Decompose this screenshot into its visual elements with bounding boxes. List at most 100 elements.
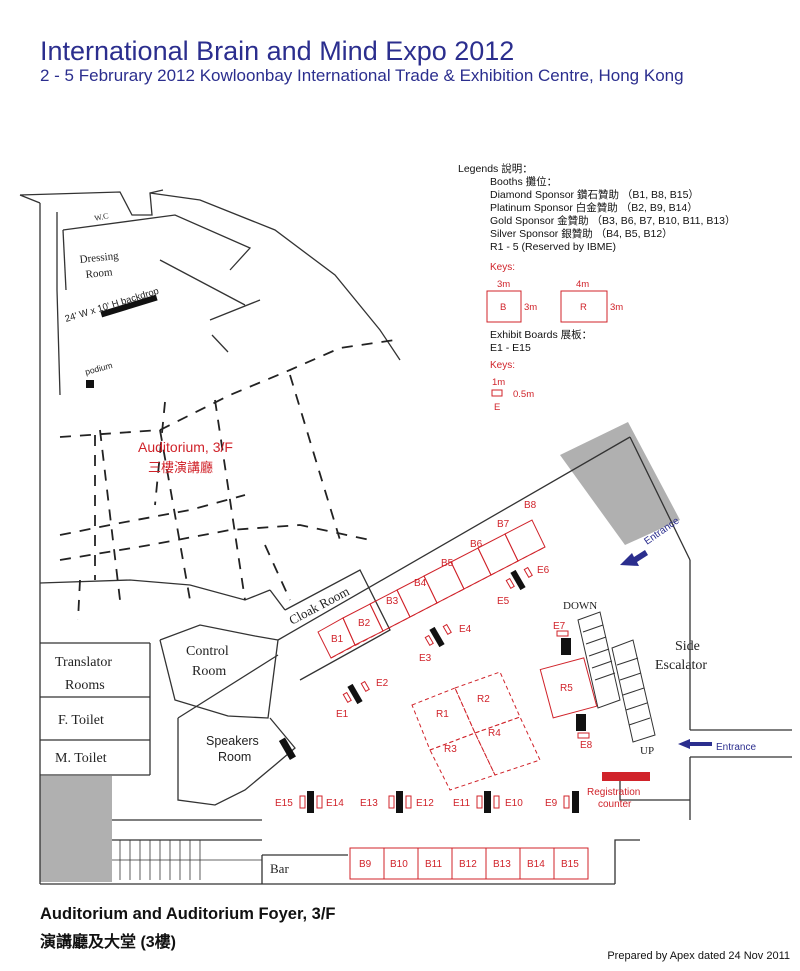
key-e-width: 1m (492, 377, 505, 388)
legend-boards-range: E1 - E15 (490, 342, 531, 354)
legend-keys-2: Keys: (490, 360, 516, 371)
wc-label: W.C (94, 211, 110, 223)
booth-R4-outline (474, 716, 541, 776)
dressing-label-2: Room (85, 266, 113, 281)
control-room-label-1: Control (186, 644, 229, 659)
building-walls (19, 189, 792, 885)
legend-diamond: Diamond Sponsor 鑽石贊助 （B1, B8, B15） (490, 189, 699, 201)
floor-plan-map: 3m 3m B 4m 3m R 1m 0.5m E (19, 189, 792, 885)
legend-booths: Booths 攤位： (490, 176, 558, 188)
board-E2: E2 (376, 678, 389, 689)
backdrop (100, 294, 158, 318)
legend-silver: Silver Sponsor 銀贊助 （B4, B5, B12） (490, 228, 673, 240)
booth-B15: B15 (561, 859, 579, 870)
booth-R2: R2 (477, 694, 490, 705)
up-label: UP (640, 745, 654, 757)
prepared-by-note: Prepared by Apex dated 24 Nov 2011 (607, 950, 790, 962)
legend-reserved: R1 - 5 (Reserved by IBME) (490, 241, 617, 253)
key-r-height: 3m (610, 302, 623, 313)
translator-label-2: Rooms (65, 678, 105, 693)
booth-B8: B8 (524, 500, 537, 511)
booth-B9: B9 (359, 859, 372, 870)
legend-heading: Legends 說明： (458, 163, 533, 175)
booth-R3-outline (429, 732, 496, 791)
shaded-stair-block (560, 422, 680, 545)
entrance-arrows (620, 550, 712, 749)
auditorium-label-zh: 三樓演講廳 (148, 460, 213, 475)
exhibit-board-shapes (278, 569, 586, 813)
registration-label-2: counter (598, 799, 632, 810)
key-b-width: 3m (497, 279, 510, 290)
board-E3: E3 (419, 653, 432, 664)
legend-boards: Exhibit Boards 展板： (490, 329, 593, 341)
legend-gold: Gold Sponsor 金贊助 （B3, B6, B7, B10, B11, … (490, 215, 736, 227)
board-E15: E15 (275, 798, 293, 809)
podium (86, 380, 94, 388)
auditorium-label-en: Auditorium, 3/F (138, 439, 233, 455)
speakers-label-1: Speakers (206, 734, 259, 748)
board-E1: E1 (336, 709, 349, 720)
stairs-bottom (112, 840, 262, 880)
diagonal-booths (317, 519, 546, 659)
booth-B3: B3 (386, 596, 399, 607)
escalators (577, 611, 656, 743)
footer-title-zh: 演講廳及大堂 (3樓) (40, 934, 177, 951)
cloak-room-label: Cloak Room (286, 583, 351, 627)
board-E10: E10 (505, 798, 523, 809)
booth-B14: B14 (527, 859, 545, 870)
translator-label-1: Translator (55, 655, 112, 670)
booth-B2: B2 (358, 618, 371, 629)
legend-key-samples (486, 290, 608, 397)
board-E7: E7 (553, 621, 566, 632)
down-label: DOWN (563, 600, 597, 612)
booth-R5-outline (539, 657, 598, 719)
podium-label: podium (84, 360, 114, 377)
shaded-core-block (40, 776, 112, 882)
key-b-label: B (500, 302, 506, 313)
legend-keys: Keys: (490, 262, 516, 273)
m-toilet-label: M. Toilet (55, 751, 107, 766)
booth-B13: B13 (493, 859, 511, 870)
arrow-left-icon (620, 550, 648, 566)
board-E4: E4 (459, 624, 472, 635)
bottom-booths (349, 847, 589, 880)
reserved-booths (411, 671, 541, 791)
board-E12: E12 (416, 798, 434, 809)
booth-B7: B7 (497, 519, 510, 530)
stage-elements (86, 294, 158, 388)
exhibit-board-outlines (299, 566, 590, 809)
board-E13: E13 (360, 798, 378, 809)
board-E6: E6 (537, 565, 550, 576)
booth-R4: R4 (488, 728, 501, 739)
legend-platinum: Platinum Sponsor 白金贊助 （B2, B9, B14） (490, 202, 698, 214)
registration-label-1: Registration (587, 787, 640, 798)
board-E8: E8 (580, 740, 593, 751)
booth-B4: B4 (414, 578, 427, 589)
entrance-label-right: Entrance (716, 742, 756, 753)
registration-counter (602, 772, 650, 781)
bar-label: Bar (270, 861, 289, 876)
key-e-label: E (494, 402, 500, 413)
arrow-left-icon (678, 739, 712, 749)
booth-R1-outline (411, 687, 476, 751)
key-e-height: 0.5m (513, 389, 534, 400)
footer-title-en: Auditorium and Auditorium Foyer, 3/F (40, 905, 336, 923)
booth-R3: R3 (444, 744, 457, 755)
booth-B11: B11 (425, 859, 442, 870)
booth-R5: R5 (560, 683, 573, 694)
booth-B5: B5 (441, 558, 454, 569)
board-E11: E11 (453, 798, 470, 809)
page-title: International Brain and Mind Expo 2012 (40, 36, 515, 66)
dressing-label-1: Dressing (79, 250, 120, 266)
f-toilet-label: F. Toilet (58, 713, 104, 728)
board-E5: E5 (497, 596, 510, 607)
booth-R1: R1 (436, 709, 449, 720)
backdrop-label: 24' W x 10' H backdrop (64, 286, 161, 325)
key-r-width: 4m (576, 279, 589, 290)
board-E9: E9 (545, 798, 558, 809)
speakers-label-2: Room (218, 750, 251, 764)
side-escalator-label-1: Side (675, 639, 700, 654)
booth-B10: B10 (390, 859, 408, 870)
control-room-label-2: Room (192, 664, 226, 679)
side-escalator-label-2: Escalator (655, 658, 707, 673)
